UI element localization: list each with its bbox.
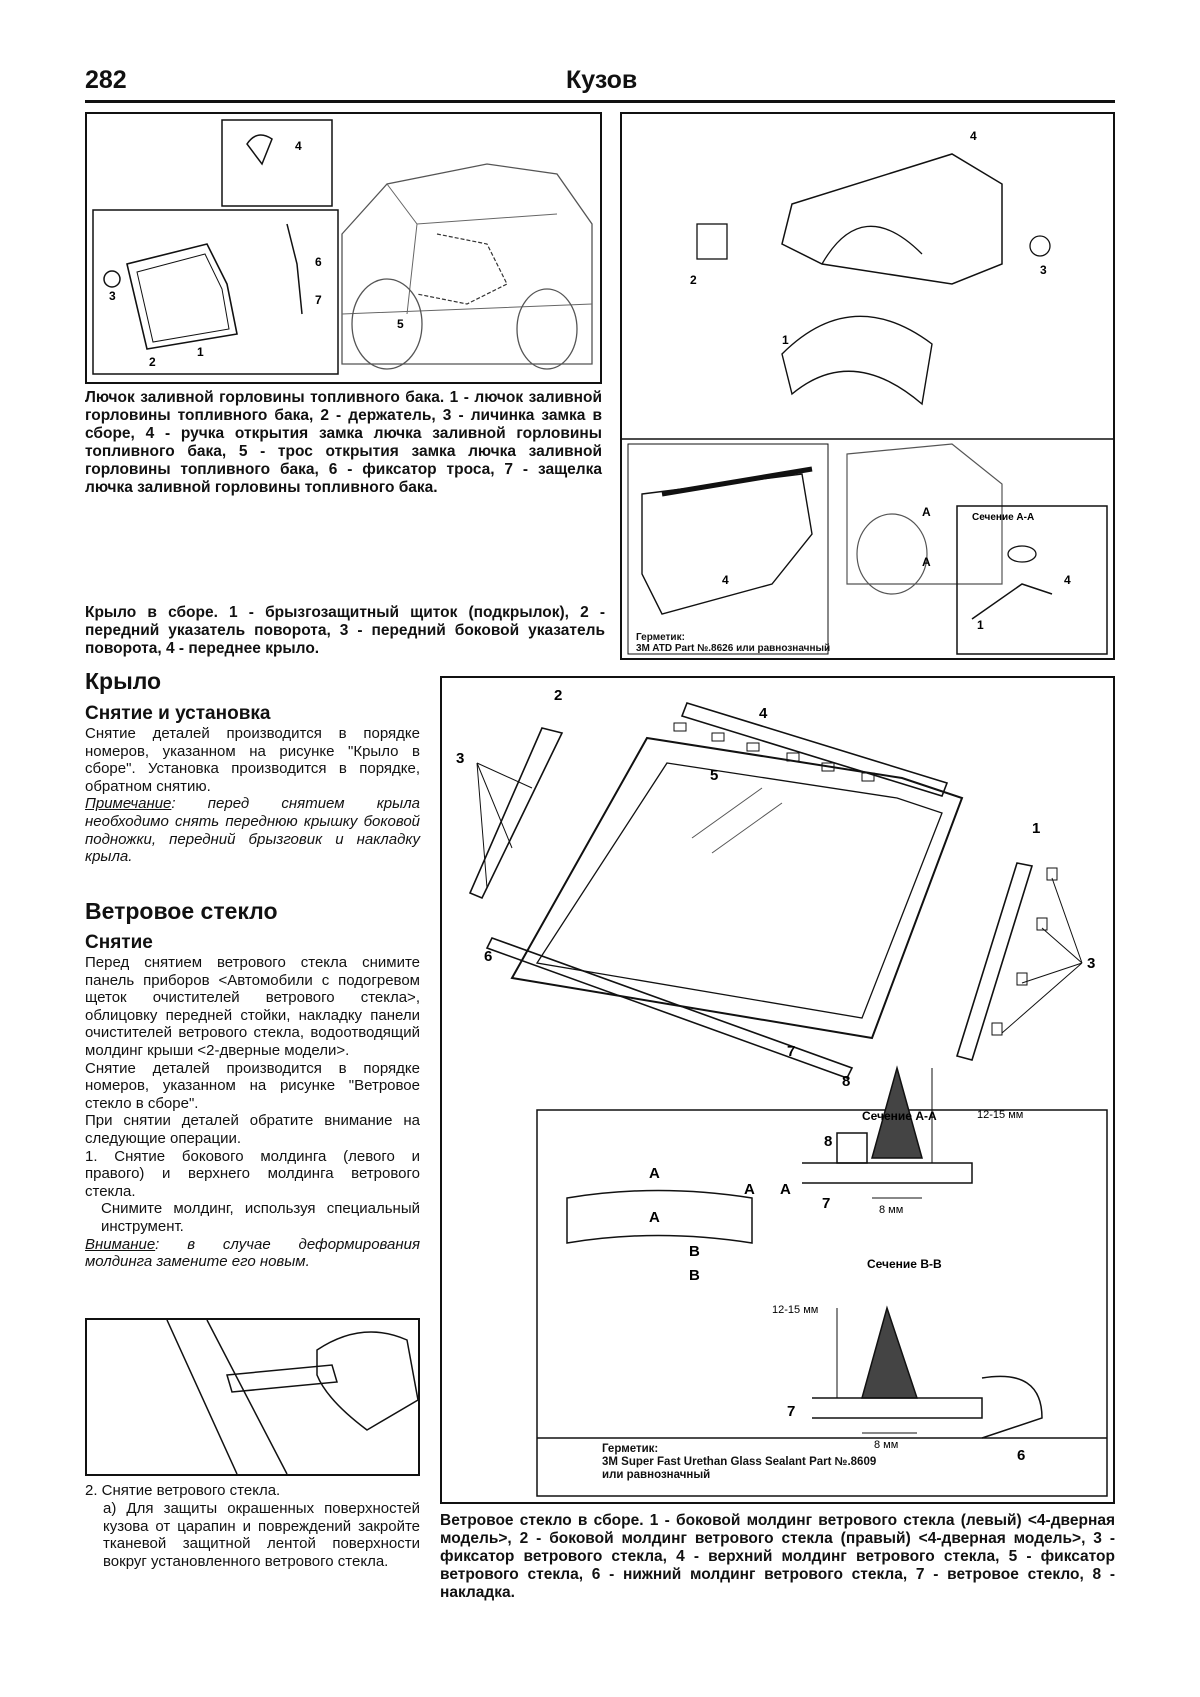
fender-section-label-4: 4 [1064,573,1071,587]
fuel-label-6: 6 [315,255,322,269]
section-aa-title: Сечение A-A [862,1109,937,1123]
fender-label-2: 2 [690,273,697,287]
fuel-label-7: 7 [315,293,322,307]
windshield-label-4: 4 [759,705,768,722]
mark-a-3: A [744,1181,755,1198]
windshield-warn-text: : в случае деформирования молдинга замен… [85,1235,420,1271]
windshield-step1-sub: Снимите молдинг, используя специальный и… [101,1200,420,1235]
fender-label-1: 1 [782,333,789,347]
windshield-p1: Перед снятием ветрового стекла снимите п… [85,954,420,1059]
mark-b-1: B [689,1243,700,1260]
fender-note-label: Примечание [85,795,172,813]
windshield-step2: 2. Снятие ветрового стекла. [85,1482,281,1499]
windshield-label-5: 5 [710,767,718,784]
section-aa-label-7: 7 [822,1195,830,1212]
fender-section-title: Сечение A-A [972,512,1034,523]
section-fender-title: Крыло [85,668,162,694]
fender-drawing: 4 2 3 1 4 A A 1 4 Сечение A-A [622,129,1113,655]
fuel-label-4: 4 [295,139,302,153]
windshield-figure: 2 4 3 5 1 3 6 7 8 Сечение A-A Сечение B-… [440,676,1115,1504]
windshield-drawing: 2 4 3 5 1 3 6 7 8 Сечение A-A Сечение B-… [456,687,1108,1497]
fender-label-4b: 4 [722,573,729,587]
windshield-label-1: 1 [1032,820,1040,837]
windshield-label-3-left: 3 [456,750,464,767]
windshield-sealant-note: Герметик: 3M Super Fast Urethan Glass Se… [602,1443,877,1481]
section-fender-text: Снятие деталей производится в порядке но… [85,725,420,866]
fender-label-4: 4 [970,129,977,143]
fender-note-text: : перед снятием крыла необходимо снять п… [85,795,420,866]
fuel-filler-caption: Лючок заливной горловины топливного бака… [85,389,602,496]
windshield-caption: Ветровое стекло в сборе. 1 - боковой мол… [440,1512,1115,1601]
section-aa-height: 12-15 мм [977,1109,1023,1121]
fuel-filler-drawing: 4 3 6 7 2 1 5 [92,119,593,375]
header-rule [85,100,1115,103]
fender-mark-a2: A [922,555,931,569]
windshield-p3: При снятии деталей обратите внимание на … [85,1112,420,1147]
page-number: 282 [85,66,127,94]
section-bb-label-7: 7 [787,1403,795,1420]
fender-sealant-note: Герметик: 3M ATD Part №.8626 или равнозн… [636,632,831,654]
fuel-label-1: 1 [197,345,204,359]
fender-mark-a1: A [922,505,931,519]
fender-removal-text: Снятие деталей производится в порядке но… [85,725,420,795]
fender-caption: Крыло в сборе. 1 - брызгозащитный щиток … [85,604,605,657]
section-bb-title: Сечение B-B [867,1257,942,1271]
molding-removal-figure [85,1318,420,1476]
windshield-label-8: 8 [842,1073,850,1090]
page-title: Кузов [566,66,638,94]
windshield-step2-sub: а) Для защиты окрашенных поверхностей ку… [103,1500,420,1570]
fender-figure: 4 2 3 1 4 A A 1 4 Сечение A-A Герметик: … [620,112,1115,660]
windshield-label-6: 6 [484,948,492,965]
windshield-label-3-right: 3 [1087,955,1095,972]
fuel-filler-figure: 4 3 6 7 2 1 5 [85,112,602,384]
windshield-p2: Снятие деталей производится в порядке но… [85,1059,420,1112]
windshield-label-2: 2 [554,687,562,704]
molding-removal-drawing [166,1319,419,1475]
section-windshield-subtitle: Снятие [85,932,153,953]
section-fender-subtitle: Снятие и установка [85,703,271,724]
section-windshield-text: Перед снятием ветрового стекла снимите п… [85,954,420,1271]
section-bb-label-6: 6 [1017,1447,1025,1464]
windshield-step1: 1. Снятие бокового молдинга (левого и пр… [85,1147,420,1200]
section-bb-height: 12-15 мм [772,1304,818,1316]
fender-section-label-1: 1 [977,618,984,632]
section-aa-width: 8 мм [879,1204,903,1216]
mark-a-4: A [780,1181,791,1198]
mark-a-1: A [649,1165,660,1182]
windshield-label-7: 7 [787,1043,795,1060]
mark-b-2: B [689,1267,700,1284]
section-aa-label-8: 8 [824,1133,832,1150]
fuel-label-2: 2 [149,355,156,369]
windshield-warn-label: Внимание [85,1235,156,1253]
section-windshield-title: Ветровое стекло [85,898,278,924]
fuel-label-3: 3 [109,289,116,303]
fuel-label-5: 5 [397,317,404,331]
mark-a-2: A [649,1209,660,1226]
section-bb-width: 8 мм [874,1439,898,1451]
fender-label-3: 3 [1040,263,1047,277]
